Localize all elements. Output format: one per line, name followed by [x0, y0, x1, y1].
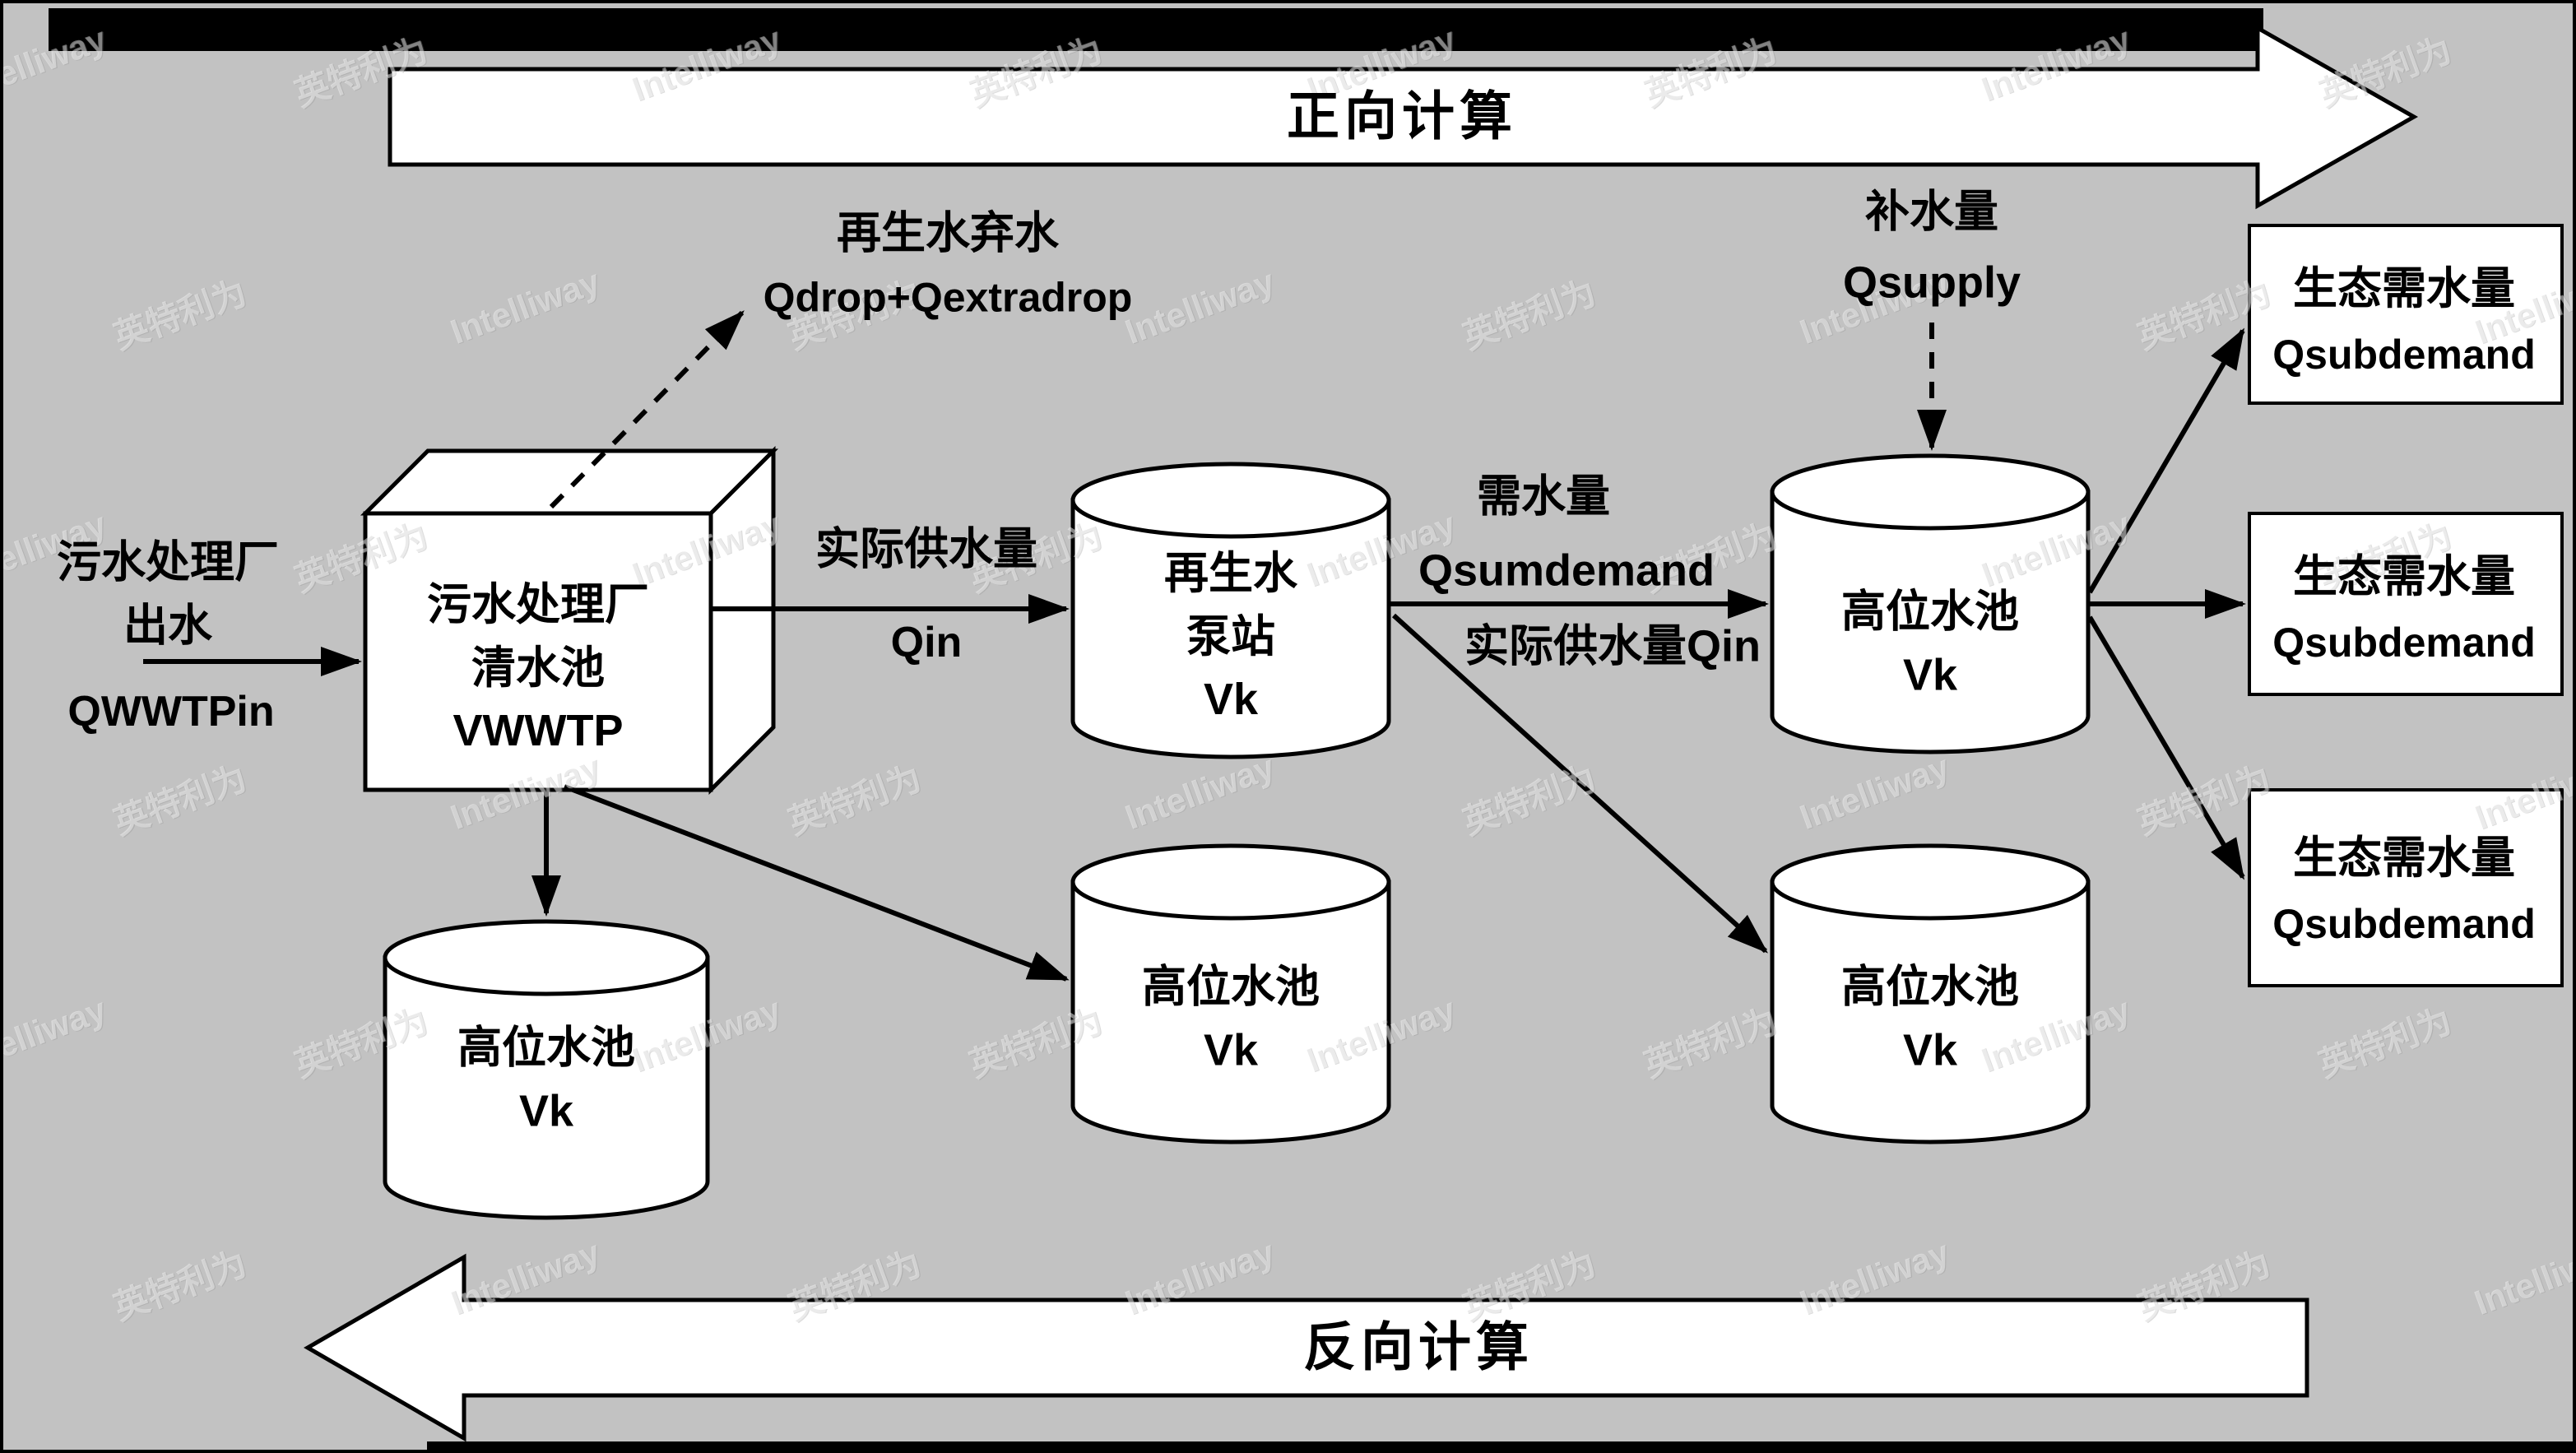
wwtp-box-label: 污水处理厂 清水池 VWWTP [427, 573, 649, 763]
elevated-tank-mid-cylinder [1070, 843, 1391, 1144]
eco-demand-box-2 [2248, 512, 2564, 696]
arrow-tank-to-eco3 [2087, 615, 2245, 880]
eco-demand-1-line1: 生态需水量 [2292, 264, 2515, 314]
elevated-tank-main-cylinder [1770, 453, 2091, 754]
eco-demand-2-line2: Qsubdemand [2272, 619, 2536, 666]
demand-actual-supply-label: 实际供水量Qin [1464, 621, 1761, 671]
elevated-tank-mid-line1: 高位水池 [1142, 962, 1320, 1012]
backward-banner-label: 反向计算 [1303, 1317, 1534, 1377]
eco-demand-box-3 [2248, 788, 2564, 987]
wwtp-box-side-face [708, 445, 776, 796]
elevated-tank-mid-line2: Vk [1203, 1025, 1259, 1075]
reclaimed-drop-label: 再生水弃水 Qdrop+Qextradrop [764, 202, 1133, 327]
qsupply-label: 补水量 [1865, 187, 1998, 237]
elevated-tank-main-label: 高位水池 Vk [1841, 580, 2019, 706]
wwtp-box-line3: VWWTP [453, 706, 624, 756]
elevated-tank-right-line1: 高位水池 [1841, 962, 2019, 1012]
elevated-tank-right-line2: Vk [1902, 1025, 1958, 1075]
backward-banner-arrow [304, 1253, 2309, 1442]
eco-demand-3-line1: 生态需水量 [2292, 833, 2515, 884]
eco-demand-label-3: 生态需水量 Qsubdemand [2272, 827, 2535, 954]
reclaimed-drop-line2: Qdrop+Qextradrop [763, 274, 1133, 320]
pump-station-label: 再生水 泵站 Vk [1164, 542, 1297, 731]
elevated-tank-left-line2: Vk [518, 1086, 574, 1135]
eco-demand-2-line1: 生态需水量 [2292, 552, 2515, 602]
elevated-tank-mid-label: 高位水池 Vk [1142, 955, 1320, 1081]
pump-station-cylinder [1070, 462, 1391, 759]
wwtp-box-front-face [363, 511, 713, 792]
wwtp-outflow-code: QWWTPin [67, 688, 275, 736]
arrow-tank-to-eco1 [2087, 327, 2245, 594]
bottom-black-bar [427, 1441, 2573, 1450]
qsupply-code: Qsupply [1842, 258, 2021, 308]
wwtp-box-line2: 清水池 [471, 643, 605, 693]
elevated-tank-main-line2: Vk [1902, 650, 1958, 699]
forward-banner-label: 正向计算 [1287, 86, 1517, 146]
elevated-tank-main-line1: 高位水池 [1841, 587, 2019, 637]
pump-station-line1: 再生水 [1164, 548, 1297, 598]
wwtp-outflow-line1: 污水处理厂 [57, 537, 279, 587]
reclaimed-drop-line1: 再生水弃水 [837, 208, 1059, 258]
forward-banner-arrow [388, 24, 2419, 210]
wwtp-outflow-label: 污水处理厂 出水 [57, 531, 279, 657]
top-black-bar [49, 8, 2263, 51]
arrow-pump-to-right-tank [1391, 613, 1768, 954]
wwtp-outflow-line2: 出水 [123, 601, 212, 650]
wwtp-box-top-face [360, 448, 779, 516]
eco-demand-label-1: 生态需水量 Qsubdemand [2272, 258, 2535, 384]
elevated-tank-left-line1: 高位水池 [457, 1023, 635, 1073]
eco-demand-box-1 [2248, 224, 2564, 405]
elevated-tank-left-cylinder [383, 919, 710, 1220]
pump-station-line3: Vk [1203, 675, 1259, 725]
demand-code: Qsumdemand [1418, 545, 1715, 596]
arrow-box-to-mid-tank [563, 784, 1070, 982]
actual-supply-label: 实际供水量 [815, 524, 1037, 574]
actual-supply-code: Qin [890, 619, 963, 667]
elevated-tank-left-label: 高位水池 Vk [457, 1016, 635, 1142]
eco-demand-1-line2: Qsubdemand [2272, 331, 2536, 378]
demand-label: 需水量 [1477, 471, 1610, 522]
diagram-shapes [49, 8, 2573, 1450]
eco-demand-3-line2: Qsubdemand [2272, 900, 2536, 947]
wwtp-box-line1: 污水处理厂 [427, 579, 649, 629]
pump-station-line2: 泵站 [1186, 611, 1275, 662]
elevated-tank-right-label: 高位水池 Vk [1841, 955, 2019, 1081]
elevated-tank-right-cylinder [1770, 843, 2091, 1144]
eco-demand-label-2: 生态需水量 Qsubdemand [2272, 545, 2535, 672]
arrow-dashed-box-to-drop [549, 310, 745, 509]
